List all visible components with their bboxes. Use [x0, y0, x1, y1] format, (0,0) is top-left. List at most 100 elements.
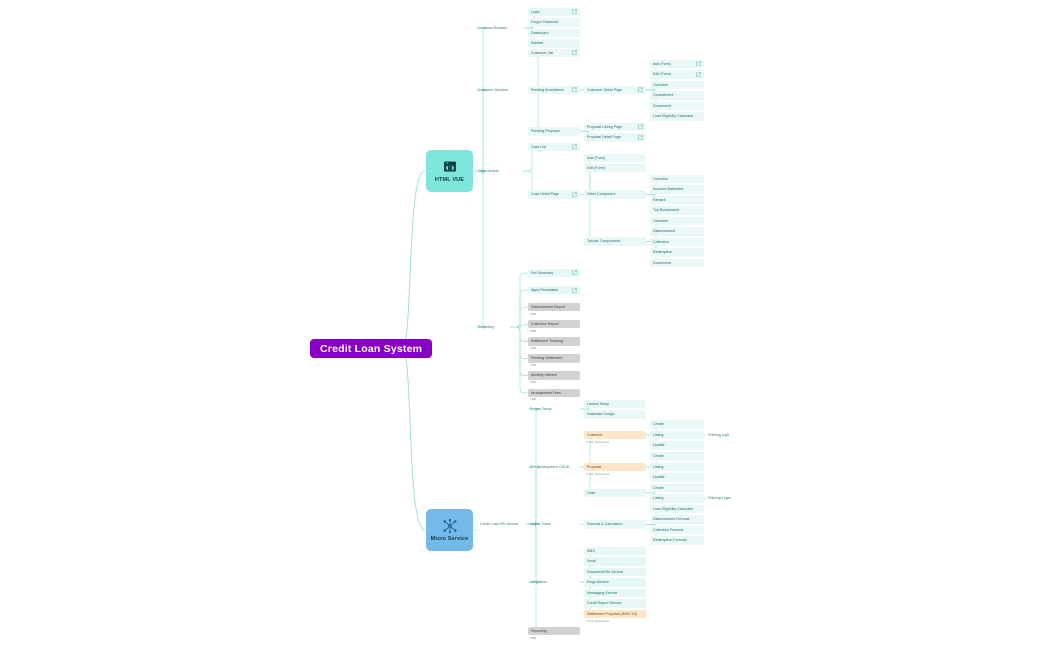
- node-customer-detail-page[interactable]: Customer Detail Page: [584, 85, 646, 95]
- node-other-comp-0[interactable]: Overview: [650, 174, 704, 184]
- node-report-5[interactable]: Pending Settlement: [528, 354, 580, 363]
- node-api-op-0-1[interactable]: Listing: [650, 430, 704, 440]
- node-report-4[interactable]: Settlement Tracking: [528, 337, 580, 346]
- external-link-icon[interactable]: [638, 135, 643, 140]
- branch-node-backend[interactable]: Micro Service: [426, 509, 473, 551]
- node-cust-detail-3[interactable]: Commitment: [650, 91, 704, 100]
- node-report-6[interactable]: Monthly Interest: [528, 371, 580, 380]
- group-reporting[interactable]: Reporting: [476, 323, 497, 331]
- node-label: Login: [531, 9, 540, 14]
- node-label: Customer: [587, 432, 603, 437]
- node-api-entity-0[interactable]: Customer: [584, 430, 646, 440]
- node-other-comp-2[interactable]: Remark: [650, 195, 704, 205]
- node-tabular-1[interactable]: Disbursement: [650, 227, 704, 236]
- node-formula-calculation[interactable]: Formula & Calculation: [584, 520, 646, 529]
- external-link-icon[interactable]: [572, 87, 577, 93]
- node-api-op-detail-0-1[interactable]: Filtering logic: [706, 431, 732, 439]
- node-tabular-4[interactable]: Documents: [650, 258, 704, 268]
- node-report-2[interactable]: Disbursement Report: [528, 303, 580, 312]
- node-project-setup-0[interactable]: Laravel Setup: [584, 399, 646, 409]
- node-api-op-1-2[interactable]: Update: [650, 473, 704, 482]
- node-case-detail-page[interactable]: Case Detail Page: [528, 190, 580, 199]
- group-customer-modules[interactable]: Customer Modules: [476, 86, 511, 94]
- external-link-icon[interactable]: [696, 72, 701, 77]
- external-link-icon[interactable]: [638, 124, 643, 130]
- node-pending-proposal[interactable]: Pending Proposal: [528, 127, 580, 136]
- node-label: Create: [653, 485, 664, 490]
- node-tabular-0[interactable]: Overview: [650, 216, 704, 226]
- node-api-entity-2[interactable]: Case: [584, 488, 646, 498]
- node-credit-loan-api-service[interactable]: Credit Loan API Service: [478, 520, 521, 528]
- external-link-icon[interactable]: [572, 287, 577, 293]
- node-label: Project Setup: [530, 406, 552, 411]
- node-report-7[interactable]: Arrangement Fees: [528, 388, 580, 397]
- node-cust-detail-0[interactable]: Add (Form): [650, 59, 704, 69]
- external-link-icon[interactable]: [696, 61, 701, 67]
- node-tabular-3[interactable]: Redemption: [650, 248, 704, 257]
- external-link-icon[interactable]: [572, 50, 577, 56]
- node-api-op-detail-2-1[interactable]: Filtering Logic: [706, 494, 734, 502]
- node-report-3[interactable]: Collection Report: [528, 320, 580, 329]
- node-pending-proposal-0[interactable]: Proposal Listing Page: [584, 122, 646, 132]
- node-tabular-2[interactable]: Collection: [650, 237, 704, 247]
- branch-node-frontend[interactable]: HTML VUE: [426, 150, 473, 192]
- group-common-modules[interactable]: Common Modules: [476, 24, 510, 32]
- node-project-setup-1[interactable]: Database Design: [584, 410, 646, 419]
- root-node[interactable]: Credit Loan System: [310, 339, 433, 358]
- node-integration-0[interactable]: SMS: [584, 546, 646, 556]
- node-cust-detail-5[interactable]: Loan Eligibility Calculator: [650, 112, 704, 121]
- node-report-0[interactable]: Full Summary: [528, 268, 580, 278]
- node-label: Documents: [653, 260, 672, 265]
- node-common-1[interactable]: Forgot Password: [528, 18, 580, 27]
- group-case-module[interactable]: Case Module: [476, 167, 502, 175]
- node-pending-proposal-1[interactable]: Proposal Detail Page: [584, 133, 646, 142]
- node-cust-detail-4[interactable]: Documents: [650, 101, 704, 111]
- node-helper-0[interactable]: Loan Eligibility Calculator: [650, 504, 704, 514]
- node-other-comp-3[interactable]: Top Breadcrumb: [650, 206, 704, 215]
- node-api-op-1-1[interactable]: Listing: [650, 462, 704, 472]
- bgroup-1[interactable]: API Development CRUD: [528, 463, 580, 471]
- node-cust-detail-1[interactable]: Edit (Form): [650, 70, 704, 79]
- node-api-op-2-1[interactable]: Listing: [650, 494, 704, 503]
- node-integration-2[interactable]: Document/File Service: [584, 567, 646, 577]
- node-integration-3[interactable]: Esign Service: [584, 578, 646, 587]
- node-api-op-0-0[interactable]: Create: [650, 420, 704, 429]
- external-link-icon[interactable]: [572, 144, 577, 150]
- node-api-op-2-0[interactable]: Create: [650, 483, 704, 493]
- node-case-detail-child-1[interactable]: Edit (Form): [584, 163, 646, 173]
- node-helper-2[interactable]: Collection Formula: [650, 525, 704, 535]
- node-cust-detail-2[interactable]: Overview: [650, 80, 704, 90]
- node-report-1[interactable]: Aged Receivable: [528, 285, 580, 295]
- node-integration-4[interactable]: Messaging Service: [584, 588, 646, 598]
- node-common-3[interactable]: Sidebar: [528, 39, 580, 48]
- bgroup-4[interactable]: Reporting: [528, 626, 580, 636]
- node-integration-1[interactable]: Email: [584, 557, 646, 566]
- node-api-op-0-2[interactable]: Update: [650, 441, 704, 450]
- node-case-detail-child-2[interactable]: Other Component: [584, 190, 646, 199]
- bgroup-0[interactable]: Project Setup: [528, 405, 580, 413]
- external-link-icon[interactable]: [638, 87, 643, 93]
- node-api-op-1-0[interactable]: Create: [650, 451, 704, 461]
- node-label: Account Statement: [653, 187, 684, 192]
- node-integration-5[interactable]: Credit Report Service: [584, 599, 646, 608]
- node-label: Overview: [653, 218, 668, 223]
- node-helper-1[interactable]: Disbursement Formula: [650, 515, 704, 524]
- bgroup-2[interactable]: Helper Class: [528, 520, 580, 528]
- external-link-icon[interactable]: [572, 9, 577, 15]
- node-case-detail-child-0[interactable]: Add (Form): [584, 153, 646, 163]
- external-link-icon[interactable]: [572, 192, 577, 197]
- node-other-comp-1[interactable]: Account Statement: [650, 185, 704, 194]
- node-common-2[interactable]: Dashboard: [528, 28, 580, 38]
- external-link-icon[interactable]: [572, 270, 577, 276]
- node-integration-6[interactable]: Settlement Proposal (IMSU V2): [584, 609, 646, 619]
- node-pending-acceptance[interactable]: Pending Acceptance: [528, 85, 580, 95]
- node-case-list[interactable]: Case List: [528, 142, 580, 152]
- node-common-0[interactable]: Login: [528, 7, 580, 17]
- node-api-entity-1[interactable]: Proposal: [584, 462, 646, 472]
- node-helper-3[interactable]: Redemption Formula: [650, 536, 704, 545]
- node-case-detail-child-3[interactable]: Tabular Components: [584, 237, 646, 246]
- node-customer-list[interactable]: Customer List: [528, 48, 580, 58]
- node-api-entity-note-0: To be discussed: [586, 439, 609, 444]
- bgroup-3[interactable]: Integration: [528, 578, 580, 586]
